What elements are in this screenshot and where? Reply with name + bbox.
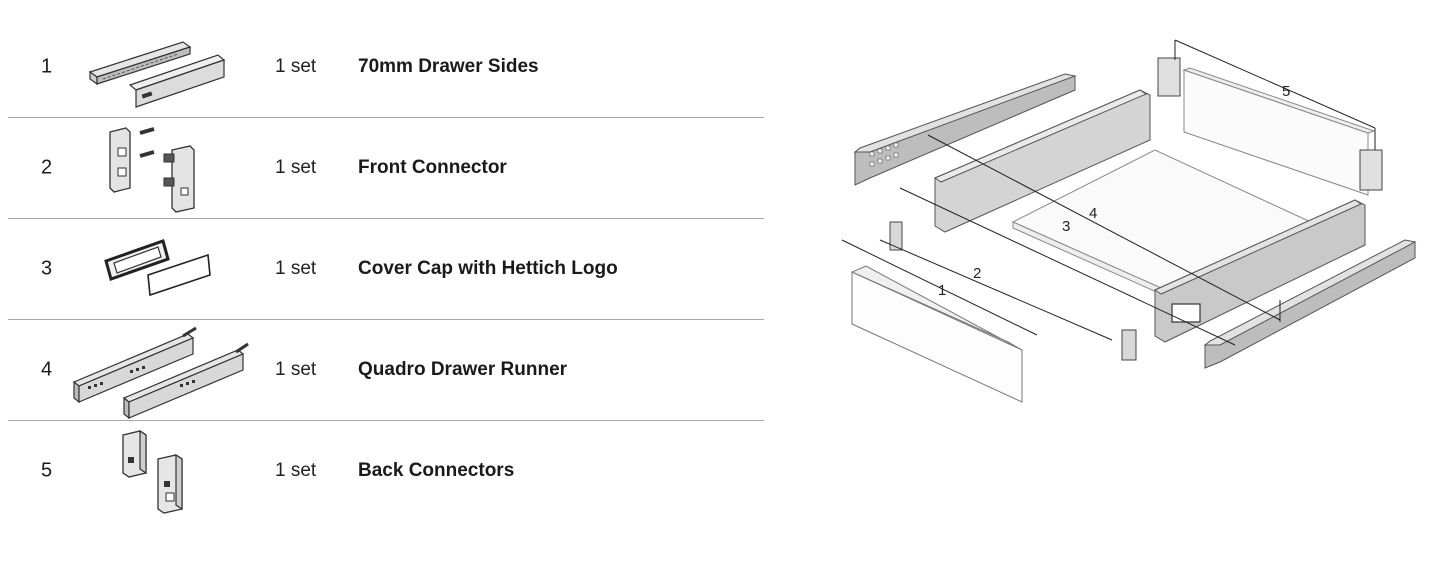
- leader-line-1: [841, 239, 1038, 336]
- part-number: 2: [41, 156, 53, 179]
- front-connector-icon: [109, 127, 195, 213]
- back-connectors-icon: [122, 429, 183, 514]
- part-name: Front Connector: [358, 157, 507, 178]
- part-row-drawer-runner: 4 1 set Quadro Drawer Runner: [8, 320, 764, 421]
- back-connector-left: [1157, 57, 1181, 97]
- callout-5: 5: [1282, 83, 1290, 100]
- callout-4: 4: [1089, 205, 1097, 222]
- part-number: 1: [41, 55, 53, 78]
- hettich-cap: [1171, 303, 1201, 323]
- part-name: Quadro Drawer Runner: [358, 359, 568, 380]
- part-name: Cover Cap with Hettich Logo: [358, 258, 618, 279]
- part-quantity: 1 set: [275, 460, 317, 481]
- part-number: 3: [41, 257, 53, 280]
- cover-cap-icon: [104, 239, 211, 297]
- part-number: 4: [41, 358, 53, 381]
- part-row-drawer-sides: 1 1 set 70mm Drawer Sides: [8, 17, 764, 118]
- leader-line-5: [1174, 39, 1376, 129]
- exploded-drawer-diagram: 5 4 3 2 1: [841, 39, 1417, 403]
- front-connector-part: [889, 221, 903, 251]
- leader-line-2: [879, 239, 1113, 341]
- callout-3: 3: [1062, 218, 1070, 235]
- parts-list: 1 1 set 70mm Drawer Sides 2 1 set Front …: [8, 17, 764, 521]
- part-row-front-connector: 2 1 set Front Connector: [8, 118, 764, 219]
- callout-2: 2: [973, 265, 981, 282]
- part-quantity: 1 set: [275, 56, 317, 77]
- part-quantity: 1 set: [275, 157, 317, 178]
- part-name: Back Connectors: [358, 460, 515, 481]
- drawer-front-panel: [851, 271, 1023, 403]
- part-name: 70mm Drawer Sides: [358, 56, 539, 77]
- leader-line-4: [927, 134, 1281, 321]
- part-number: 5: [41, 459, 53, 482]
- part-row-back-connectors: 5 1 set Back Connectors: [8, 421, 764, 521]
- drawer-runner-icon: [72, 326, 249, 420]
- front-connector-part-right: [1121, 329, 1137, 361]
- drawer-sides-icon: [88, 41, 226, 108]
- callout-1: 1: [938, 282, 946, 299]
- back-connector-right: [1359, 149, 1383, 191]
- part-quantity: 1 set: [275, 359, 317, 380]
- part-row-cover-cap: 3 1 set Cover Cap with Hettich Logo: [8, 219, 764, 320]
- leader-line-3: [899, 187, 1236, 346]
- part-quantity: 1 set: [275, 258, 317, 279]
